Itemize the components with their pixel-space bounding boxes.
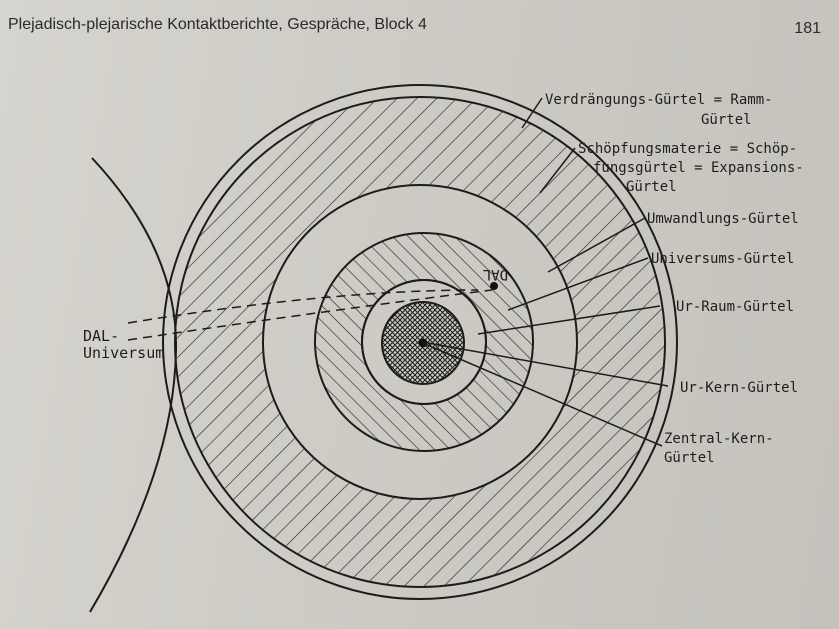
leader-zentralkern — [424, 343, 663, 447]
running-head: Plejadisch-plejarische Kontaktberichte, … — [8, 16, 427, 33]
label-dal-universum: DAL- Universum — [83, 327, 164, 362]
svg-text:Schöpfungsmaterie = Schöp-: Schöpfungsmaterie = Schöp- — [578, 141, 797, 157]
dal-dashed-line-lower — [127, 289, 493, 341]
dal-marker-dot — [490, 282, 498, 290]
leader-urkern — [427, 342, 669, 387]
dal-dashed-line-upper — [127, 289, 479, 324]
leader-universum — [507, 257, 649, 311]
svg-text:DAL-: DAL- — [83, 327, 119, 345]
label-zentralkern: Zentral-Kern- Gürtel — [664, 431, 774, 466]
page-number: 181 — [794, 20, 821, 37]
leader-umwandlung — [547, 217, 646, 273]
leader-schoepfung — [539, 147, 576, 194]
label-schoepfung: Schöpfungsmaterie = Schöp- fungsgürtel =… — [578, 141, 804, 195]
svg-text:Gürtel: Gürtel — [701, 112, 752, 128]
svg-text:Verdrängungs-Gürtel = Ramm-: Verdrängungs-Gürtel = Ramm- — [545, 92, 773, 108]
svg-text:Universum: Universum — [83, 344, 164, 362]
label-urkern: Ur-Kern-Gürtel — [680, 380, 798, 396]
dal-universe-arc — [89, 157, 178, 613]
dal-marker-label: DAL — [483, 266, 508, 282]
label-umwandlung: Umwandlungs-Gürtel — [647, 211, 799, 227]
svg-text:Gürtel: Gürtel — [664, 450, 715, 466]
displacement-belt-ring — [162, 84, 678, 600]
label-urraum: Ur-Raum-Gürtel — [676, 299, 794, 315]
central-core-dot — [418, 338, 428, 348]
leader-verdraengung — [521, 97, 543, 129]
svg-text:fungsgürtel = Expansions-: fungsgürtel = Expansions- — [593, 160, 804, 176]
creation-belt-hatch — [174, 96, 666, 588]
primordial-space-ring — [361, 279, 487, 405]
svg-text:Zentral-Kern-: Zentral-Kern- — [664, 431, 774, 447]
leader-urraum — [477, 305, 661, 335]
svg-text:Gürtel: Gürtel — [626, 179, 677, 195]
label-verdraengung: Verdrängungs-Gürtel = Ramm- Gürtel — [545, 92, 773, 128]
label-universum: Universums-Gürtel — [651, 251, 794, 267]
